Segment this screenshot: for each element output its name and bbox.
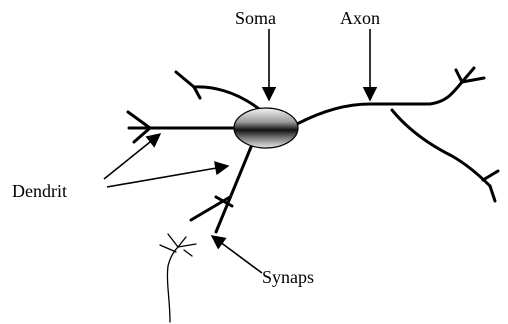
dendrit-arrow-lower — [107, 166, 228, 187]
dendrite-lower — [191, 147, 251, 232]
axon — [297, 68, 498, 201]
dendrite-left — [128, 112, 236, 142]
synapse-neuron — [160, 234, 196, 322]
synaps-arrow — [212, 236, 262, 273]
dendrit-arrow-upper — [104, 134, 160, 179]
soma-cell-body — [234, 108, 298, 148]
soma-label: Soma — [235, 8, 276, 28]
synaps-label: Synaps — [262, 267, 314, 287]
axon-label: Axon — [340, 8, 380, 28]
dendrit-label: Dendrit — [12, 181, 67, 201]
dendrite-upper-left — [176, 72, 263, 112]
